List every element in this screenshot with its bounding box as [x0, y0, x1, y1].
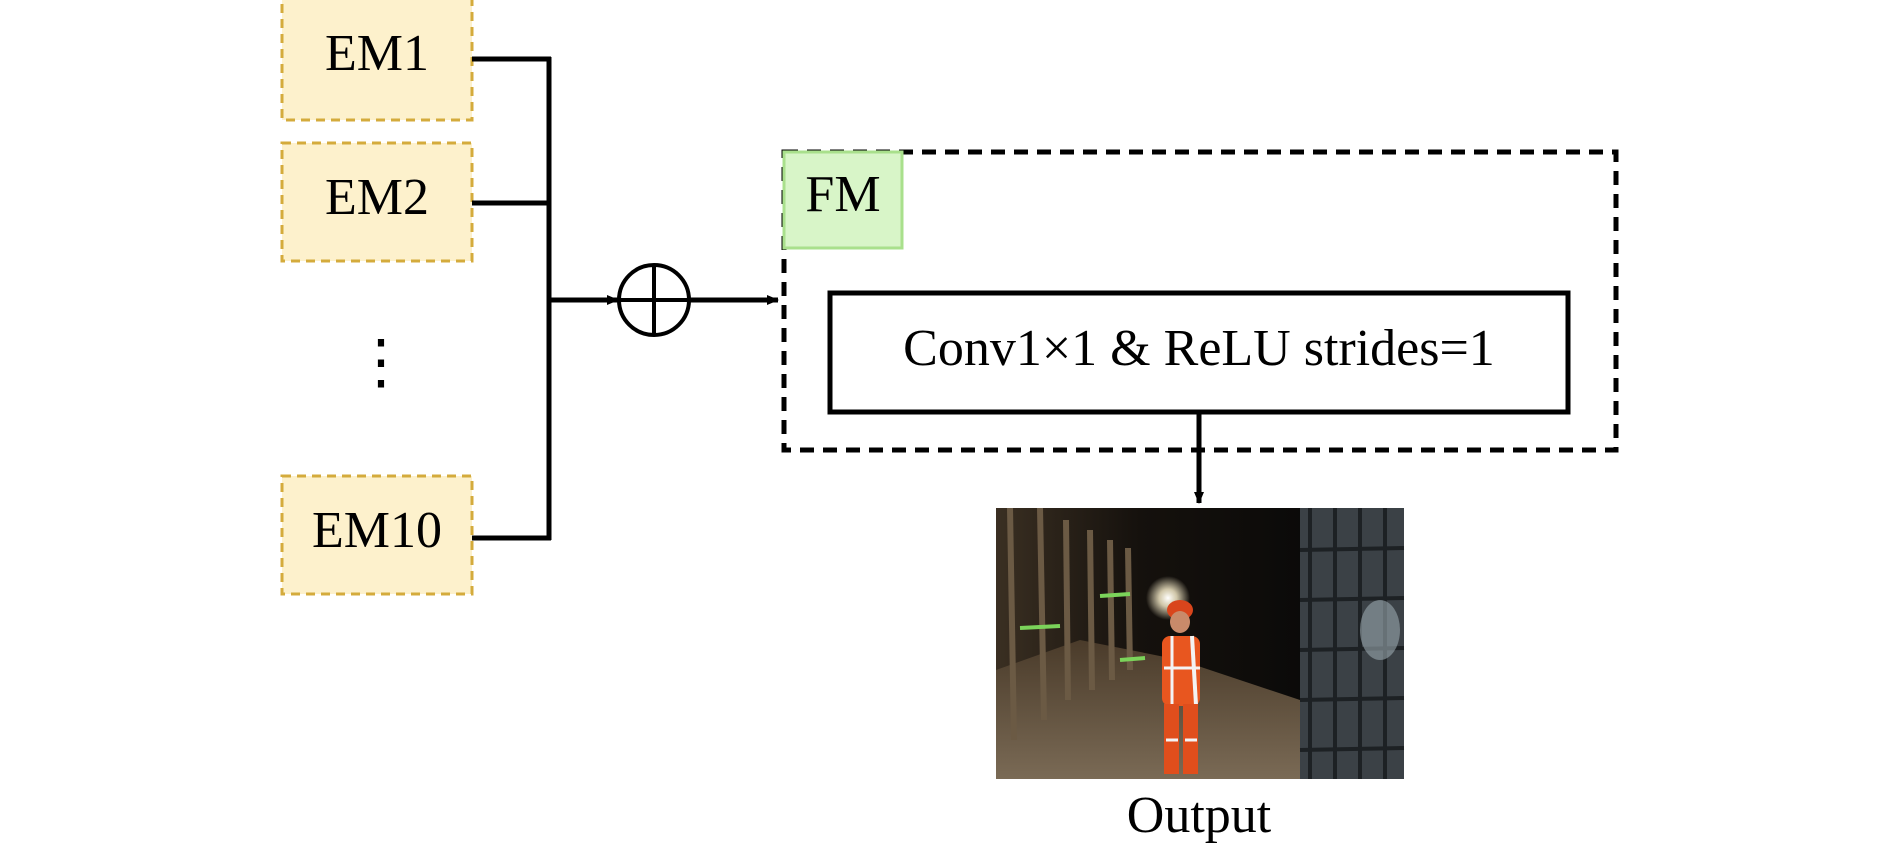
em-connectors	[472, 56, 552, 541]
em-module-label: EM10	[312, 502, 442, 559]
fm-badge: FM	[782, 150, 904, 250]
em-module-label: EM1	[325, 25, 429, 82]
em-module-label: EM2	[325, 169, 429, 226]
conv-block-label: Conv1×1 & ReLU strides=1	[903, 320, 1495, 377]
em-module-1: EM1	[280, 0, 474, 122]
conv-block: Conv1×1 & ReLU strides=1	[827, 290, 1571, 415]
mine-tunnel-worker-photo	[996, 507, 1405, 779]
fusion-module: FM Conv1×1 & ReLU strides=1	[781, 149, 1619, 453]
circled-plus-icon	[617, 263, 691, 337]
em-module-2: EM2	[280, 141, 474, 263]
output-label: Output	[1127, 787, 1272, 844]
em-module-10: EM10	[280, 474, 474, 596]
fm-label: FM	[805, 166, 880, 223]
ellipsis-vertical: ⋮	[351, 329, 411, 395]
worker-figure	[1162, 600, 1200, 774]
